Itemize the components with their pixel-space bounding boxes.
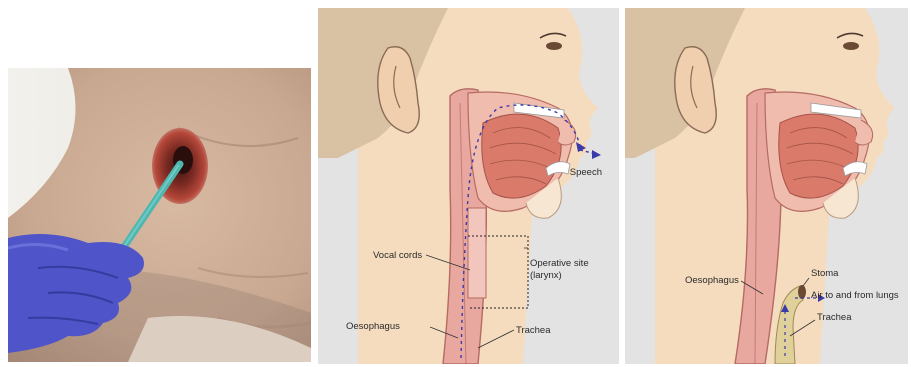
label-operative-site-sub: (larynx) xyxy=(530,270,562,281)
stoma-photo-panel xyxy=(8,68,311,362)
label-vocal-cords: Vocal cords xyxy=(373,250,422,261)
anatomy-diagram-post: Oesophagus Stoma Air to and from lungs T… xyxy=(625,8,908,364)
label-stoma: Stoma xyxy=(811,268,839,279)
label-oesophagus: Oesophagus xyxy=(346,321,400,332)
diagram-after-surgery: Oesophagus Stoma Air to and from lungs T… xyxy=(625,8,908,364)
diagram-before-surgery: Speech Vocal cords Operative site (laryn… xyxy=(318,8,619,364)
eye xyxy=(843,42,859,50)
stoma xyxy=(798,285,806,299)
label-trachea: Trachea xyxy=(516,325,551,336)
label-operative-site: Operative site xyxy=(530,258,589,269)
label-speech: Speech xyxy=(570,167,602,178)
label-trachea: Trachea xyxy=(817,312,852,323)
anatomy-diagram-pre: Speech Vocal cords Operative site (laryn… xyxy=(318,8,619,364)
label-oesophagus: Oesophagus xyxy=(685,275,739,286)
stoma-photo xyxy=(8,68,311,362)
label-air: Air to and from lungs xyxy=(811,290,899,301)
eye xyxy=(546,42,562,50)
